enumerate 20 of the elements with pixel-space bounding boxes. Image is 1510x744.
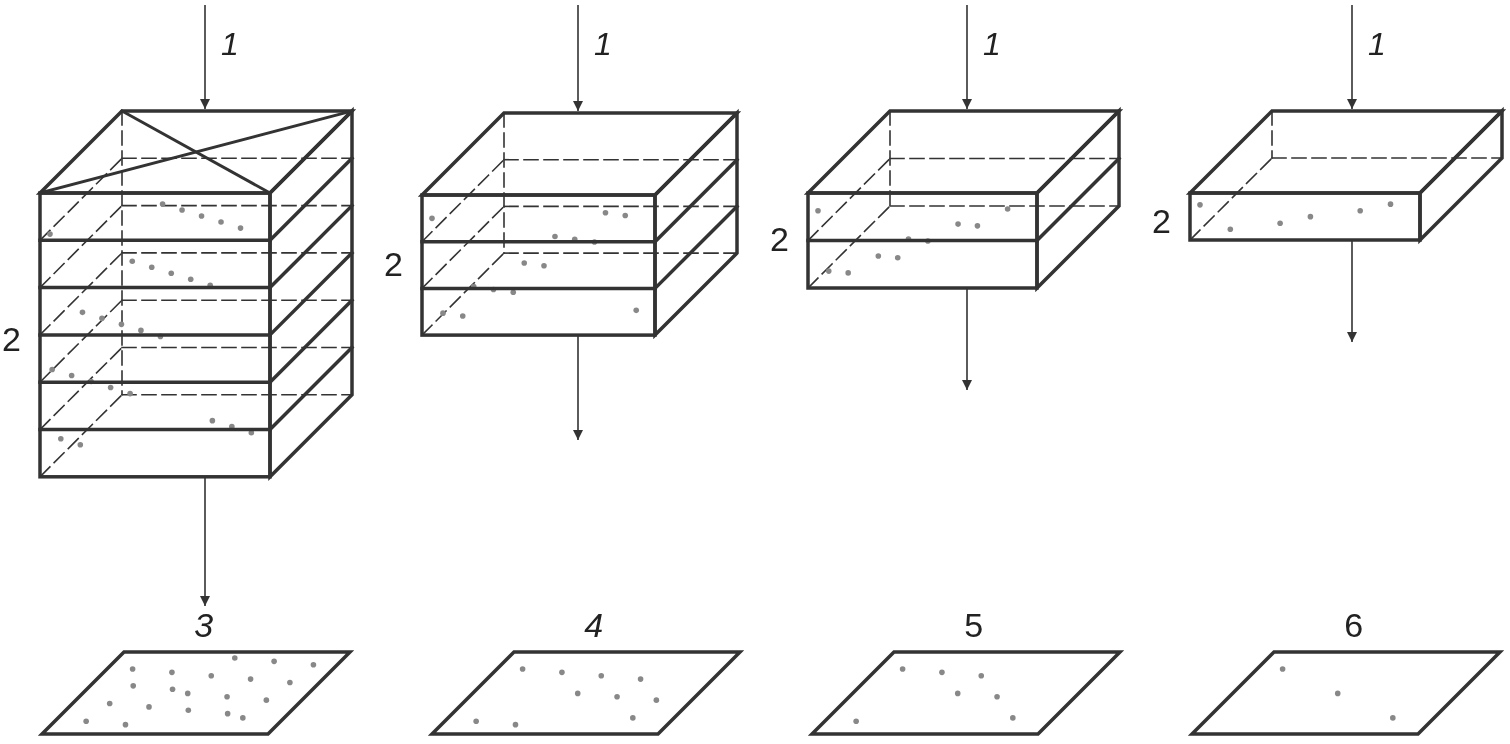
callout-number: 2 [384, 247, 403, 281]
arrow [200, 4, 210, 110]
arrow [962, 287, 972, 391]
arrow [962, 4, 972, 110]
callout-number: 2 [2, 322, 21, 356]
edge-label: 1 [594, 27, 612, 61]
callout-number: 2 [1152, 204, 1171, 238]
arrow [573, 4, 583, 112]
edge-label: 1 [1368, 27, 1386, 61]
callout-number: 5 [964, 608, 984, 642]
callout-number: 2 [770, 222, 789, 256]
arrow [200, 476, 210, 607]
callout-number: 3 [194, 608, 214, 642]
arrow [573, 334, 583, 441]
edge-label: 1 [983, 27, 1001, 61]
arrow [1347, 239, 1357, 343]
edge-label: 1 [221, 27, 239, 61]
callout-number: 6 [1344, 608, 1364, 642]
callout-number: 4 [584, 608, 604, 642]
arrow [1347, 4, 1357, 110]
